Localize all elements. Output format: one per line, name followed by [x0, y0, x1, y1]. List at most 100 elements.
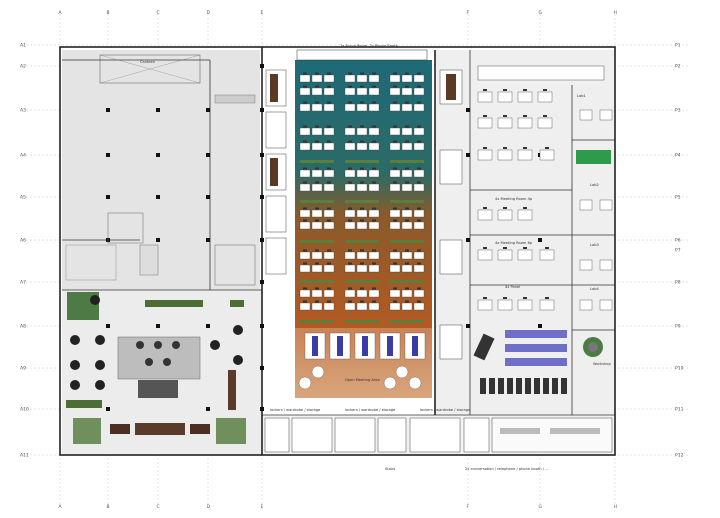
- workstation-chair: [405, 300, 409, 303]
- workstation-desk: [299, 209, 311, 218]
- workstation-chair: [360, 287, 364, 290]
- structural-column: [206, 153, 210, 157]
- workstation-chair: [327, 167, 331, 170]
- workstation-chair: [303, 219, 307, 222]
- workstation-desk: [401, 169, 413, 178]
- grid-column-label-top: C: [157, 10, 160, 16]
- workstation-chair: [303, 300, 307, 303]
- workstation-chair: [372, 300, 376, 303]
- workstation-desk: [389, 302, 401, 311]
- workstation-chair: [405, 249, 409, 252]
- grid-column-label-top: E: [261, 10, 264, 16]
- planter: [345, 240, 379, 243]
- canteen-label: Canteen: [140, 60, 155, 64]
- workstation-chair: [315, 140, 319, 143]
- workstation-chair: [393, 219, 397, 222]
- workstation-chair: [393, 300, 397, 303]
- planter: [300, 200, 334, 203]
- workstation-desk: [344, 103, 356, 112]
- right-wing-chair: [483, 207, 487, 209]
- structural-column: [260, 238, 264, 242]
- workstation-desk: [311, 142, 323, 151]
- workstation-desk: [299, 302, 311, 311]
- workstation-chair: [372, 85, 376, 88]
- structural-column: [260, 324, 264, 328]
- right-wing-chair: [545, 147, 549, 149]
- workstation-chair: [327, 262, 331, 265]
- lounge-seat: [70, 380, 80, 390]
- workstation-desk: [323, 209, 335, 218]
- workstation-chair: [372, 181, 376, 184]
- workstation-desk: [401, 127, 413, 136]
- workstation-desk: [368, 142, 380, 151]
- planter: [390, 320, 424, 323]
- workstation-desk: [356, 289, 368, 298]
- lab-bench: [599, 259, 613, 271]
- workstation-chair: [372, 140, 376, 143]
- workstation-chair: [303, 85, 307, 88]
- lockers-mid-label: lockers / wardrobe / storage: [345, 408, 396, 412]
- structural-column: [156, 238, 160, 242]
- right-wing-desk: [497, 299, 513, 311]
- workstation-chair: [372, 167, 376, 170]
- workstation-desk: [356, 183, 368, 192]
- structural-column: [106, 324, 110, 328]
- round-tables: [298, 365, 422, 390]
- grid-column-label-top: D: [207, 10, 211, 16]
- workstation-desk: [413, 142, 425, 151]
- meeting-table: [387, 336, 393, 356]
- workstation-chair: [327, 85, 331, 88]
- workstation-desk: [323, 251, 335, 260]
- workstation-chair: [327, 287, 331, 290]
- workstation-chair: [372, 207, 376, 210]
- workstation-chair: [393, 72, 397, 75]
- lockers-right-label: lockers / wardrobe / storage: [420, 408, 471, 412]
- workstation-chair: [315, 287, 319, 290]
- structural-column: [466, 238, 470, 242]
- workstation-chair: [303, 287, 307, 290]
- grid-row-label-right: P12: [675, 453, 684, 459]
- planter: [390, 200, 424, 203]
- workstation-desk: [389, 103, 401, 112]
- planter: [345, 280, 379, 283]
- right-wing-desk: [539, 249, 555, 261]
- lounge-seat: [145, 358, 153, 366]
- lab-4-label: Lab4: [590, 287, 599, 291]
- right-wing-chair: [543, 115, 547, 117]
- workstation-desk: [356, 251, 368, 260]
- workstation-chair: [348, 207, 352, 210]
- structural-column: [106, 407, 110, 411]
- workstation-desk: [368, 251, 380, 260]
- structural-column: [466, 324, 470, 328]
- bench-seat: [516, 378, 522, 394]
- workstation-desk: [368, 103, 380, 112]
- planter: [300, 240, 334, 243]
- workstation-chair: [348, 300, 352, 303]
- workstation-chair: [360, 85, 364, 88]
- bench-seat: [552, 378, 558, 394]
- grid-row-label-right: P8: [675, 280, 681, 286]
- right-wing-desk: [517, 209, 533, 221]
- workstation-desk: [401, 209, 413, 218]
- workstation-desk: [368, 302, 380, 311]
- workstation-desk: [389, 264, 401, 273]
- workstation-chair: [417, 140, 421, 143]
- structural-column: [206, 324, 210, 328]
- workstation-desk: [401, 221, 413, 230]
- workstation-desk: [323, 87, 335, 96]
- workstation-desk: [356, 87, 368, 96]
- grid-column-label-bottom: F: [467, 504, 470, 510]
- round-table: [408, 376, 422, 390]
- grid-row-label: A10: [20, 407, 29, 413]
- workstation-chair: [360, 167, 364, 170]
- workstation-chair: [360, 249, 364, 252]
- lounge-table: [110, 424, 130, 434]
- workstation-desk: [311, 127, 323, 136]
- round-table: [298, 376, 312, 390]
- workstation-chair: [393, 140, 397, 143]
- workstation-chair: [360, 72, 364, 75]
- grid-column-label-top: F: [467, 10, 470, 16]
- workstation-chair: [315, 85, 319, 88]
- grid-row-label: A9: [20, 366, 26, 372]
- workstation-desk: [368, 169, 380, 178]
